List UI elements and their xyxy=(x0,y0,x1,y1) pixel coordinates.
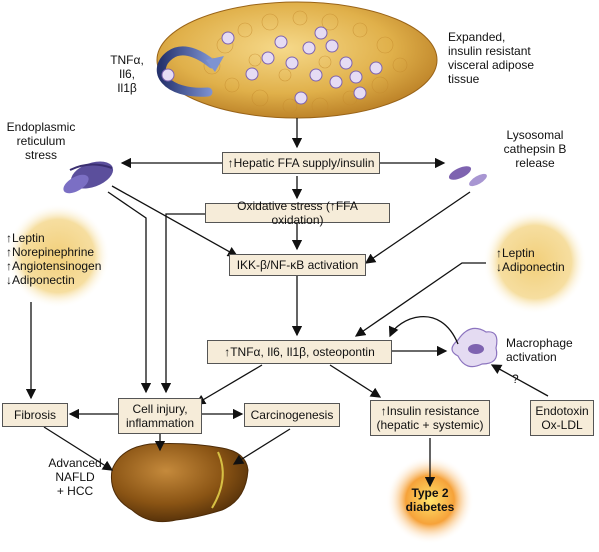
liver-image xyxy=(110,443,249,523)
macrophage-image xyxy=(451,327,498,368)
diabetes-burst xyxy=(386,456,474,544)
adipose-macrophages xyxy=(221,26,383,105)
carcinogenesis-box: Carcinogenesis xyxy=(244,403,340,427)
right-adipose-label: ↑Leptin ↓Adiponectin xyxy=(496,246,565,274)
question-mark: ? xyxy=(512,372,519,386)
lysosomal-label: Lysosomal cathepsin B release xyxy=(503,128,567,170)
endotoxin-box: Endotoxin Ox-LDL xyxy=(530,400,594,436)
left-adipose-sphere xyxy=(6,204,110,308)
right-adipose-sphere xyxy=(483,210,587,314)
lysosome-image xyxy=(448,166,487,187)
tnf-cytokines-box: ↑TNFα, Il6, Il1β, osteopontin xyxy=(207,340,392,364)
er-stress-image xyxy=(63,161,114,194)
insulin-resistance-box: ↑Insulin resistance (hepatic + systemic) xyxy=(370,400,490,436)
cell-injury-box: Cell injury, inflammation xyxy=(118,398,202,434)
adipose-cell-pattern xyxy=(203,10,408,115)
er-stress-label: Endoplasmic reticulum stress xyxy=(6,120,76,162)
hepatic-ffa-box: ↑Hepatic FFA supply/insulin xyxy=(222,152,380,174)
macrophage-label: Macrophage activation xyxy=(506,336,573,364)
cytokines-label: TNFα, Il6, Il1β xyxy=(110,53,144,95)
visceral-adipose-label: Expanded, insulin resistant visceral adi… xyxy=(448,30,535,86)
macrophage-small xyxy=(161,68,175,82)
type2-diabetes-label: Type 2 diabetes xyxy=(405,486,455,514)
ikk-nfkb-box: IKK-β/NF-κB activation xyxy=(229,254,366,276)
curved-feedback-arrowhead xyxy=(206,56,224,72)
fibrosis-box: Fibrosis xyxy=(2,403,68,427)
oxidative-stress-box: Oxidative stress (↑FFA oxidation) xyxy=(205,199,390,227)
curved-feedback-arrow xyxy=(156,46,217,97)
advanced-nafld-label: Advanced NAFLD + HCC xyxy=(48,456,102,498)
left-adipose-label: ↑Leptin ↑Norepinephrine ↑Angiotensinogen… xyxy=(6,231,102,287)
